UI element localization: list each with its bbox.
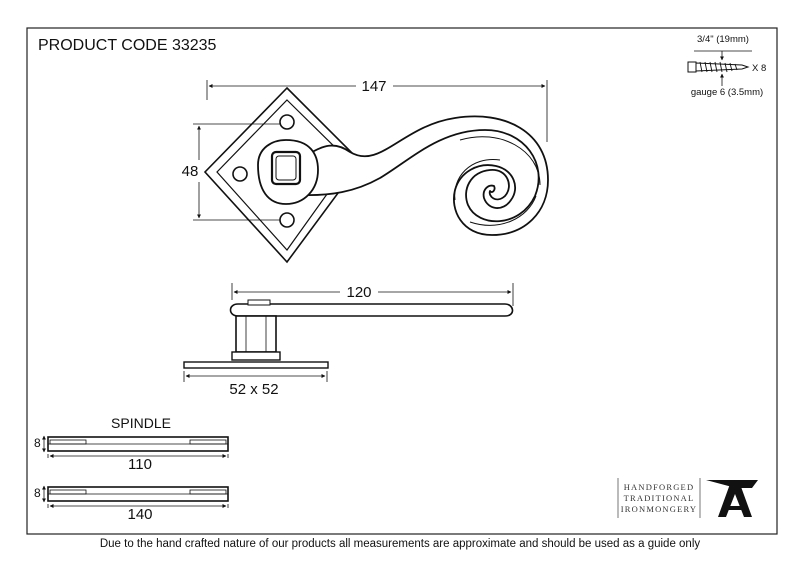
spindle-short: 8 110	[34, 435, 229, 473]
lever-arm	[299, 115, 549, 236]
spindle-long-section: 8	[34, 486, 41, 500]
product-code: PRODUCT CODE 33235	[38, 37, 217, 54]
footer-disclaimer: Due to the hand crafted nature of our pr…	[99, 538, 701, 550]
screw-length-label: 3/4" (19mm)	[697, 34, 749, 45]
lever-neck	[235, 315, 277, 353]
brand-line-1: HANDFORGED	[624, 482, 695, 492]
rose-plate-inner	[216, 99, 351, 251]
lever-side-profile	[229, 303, 514, 317]
spindle-long: 8 140	[34, 485, 229, 523]
screw-hole-top	[279, 114, 295, 130]
screw-icon	[687, 61, 750, 73]
dimension-plate-height: 48	[182, 123, 280, 221]
plate-height-value: 48	[182, 163, 199, 180]
lever-length-value: 120	[346, 284, 371, 301]
spindle-short-section: 8	[34, 436, 41, 450]
anvil-logo-icon	[706, 480, 758, 517]
brand-block: HANDFORGED TRADITIONAL IRONMONGERY	[617, 478, 758, 518]
brand-line-3: IRONMONGERY	[621, 504, 697, 514]
rose-base	[183, 361, 329, 369]
screw-gauge-label: gauge 6 (3.5mm)	[691, 87, 763, 98]
spindle-long-length: 140	[127, 506, 152, 523]
screw-hole-left	[232, 166, 248, 182]
brand-line-2: TRADITIONAL	[624, 493, 695, 503]
spindle-square	[270, 150, 302, 186]
spindle-title: SPINDLE	[111, 415, 171, 431]
handle-front-view	[203, 86, 549, 264]
drawing-frame	[26, 27, 778, 535]
screw-hole-bottom	[279, 212, 295, 228]
rose-collar	[231, 351, 281, 361]
dimension-overall-length: 147	[206, 78, 548, 142]
overall-length-value: 147	[361, 78, 386, 95]
screw-spec: 3/4" (19mm) X 8 gauge 6 (3.5mm)	[687, 34, 766, 98]
rose-size-value: 52 x 52	[229, 381, 278, 398]
screw-quantity: X 8	[752, 63, 766, 74]
handle-side-view: 120 52 x 52	[183, 283, 514, 398]
spindle-short-length: 110	[128, 456, 152, 473]
